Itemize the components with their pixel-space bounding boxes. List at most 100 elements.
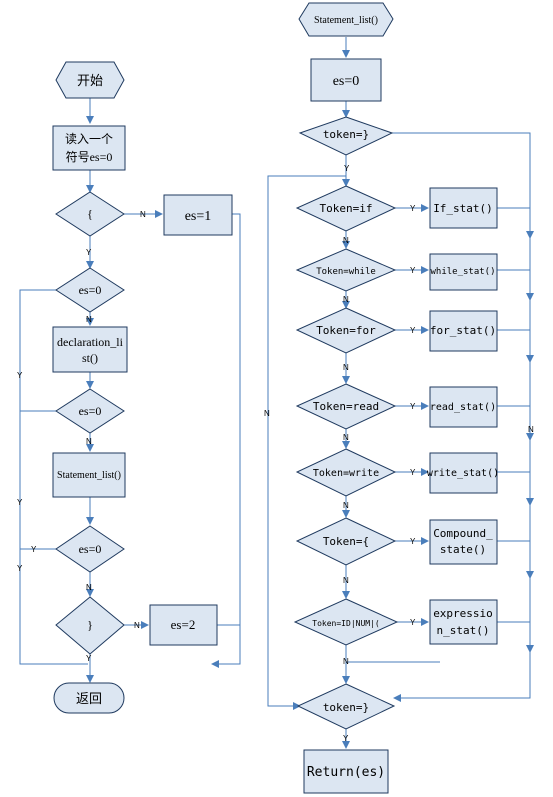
lbrace-label: Token={ (323, 535, 369, 548)
declaration-line1: declaration_li (57, 335, 124, 349)
read-stat-box (429, 386, 498, 428)
label-y: Y (410, 402, 416, 411)
for-stat-label: for_stat() (430, 324, 496, 337)
es0-a-label: es=0 (79, 283, 102, 297)
es0-b-label: es=0 (79, 404, 102, 418)
for-label: Token=for (316, 324, 376, 337)
label-n: N (86, 315, 92, 324)
label-n: N (343, 501, 349, 510)
read-stat-label: read_stat() (430, 402, 496, 413)
compound-line1: Compound_ (433, 527, 493, 540)
expression-line2: n_stat() (437, 624, 490, 637)
es0-decision-b (55, 388, 125, 434)
label-y: Y (410, 266, 416, 275)
return-es-box (303, 749, 389, 794)
id-label: Token=ID|NUM|( (312, 619, 379, 628)
entry-label: Statement_list() (314, 15, 378, 26)
brace-open-decision (55, 191, 125, 237)
label-n: N (343, 236, 349, 245)
label-n: N (343, 363, 349, 372)
for-decision (295, 307, 397, 354)
label-y: Y (410, 326, 416, 335)
label-n: N (528, 425, 534, 434)
label-n: N (343, 576, 349, 585)
label-n: N (264, 409, 270, 418)
label-n: N (86, 583, 92, 592)
compound-state-box (429, 519, 498, 565)
connectors (19, 37, 534, 749)
es2-label: es=2 (171, 617, 196, 632)
label-y: Y (343, 734, 349, 743)
for-stat-box (429, 310, 498, 352)
label-y: Y (17, 564, 23, 573)
connector (211, 213, 241, 668)
id-decision (293, 598, 399, 646)
read-decision (295, 383, 397, 430)
if-stat-box (429, 187, 498, 229)
token-close-decision-top (298, 116, 394, 156)
start-terminal (55, 61, 125, 99)
while-stat-box (429, 253, 498, 291)
read-label: Token=read (313, 400, 379, 413)
write-stat-box (429, 452, 498, 494)
write-decision (295, 448, 397, 497)
statement-list-label: Statement_list() (57, 470, 121, 481)
while-label: Token=while (316, 267, 376, 277)
write-stat-label: write_stat() (427, 468, 499, 479)
connector (267, 175, 346, 710)
label-y: Y (17, 498, 23, 507)
declaration-list-box (52, 326, 128, 373)
label-n: N (343, 657, 349, 666)
label-y: Y (86, 654, 92, 663)
read-symbol-box (52, 125, 126, 171)
statement-list-entry (298, 2, 394, 37)
label-n: N (343, 295, 349, 304)
read-symbol-line1: 读入一个 (65, 132, 113, 146)
es2-box (149, 604, 218, 646)
return-terminal (53, 682, 125, 714)
es0-decision-a (55, 267, 125, 313)
expression-stat-box (429, 599, 498, 645)
label-y: Y (17, 371, 23, 380)
brace-open-label: { (87, 207, 93, 221)
es1-box (163, 194, 233, 236)
brace-close-label: } (87, 618, 93, 632)
token-close-top-label: token=} (323, 128, 369, 141)
while-decision (295, 248, 397, 292)
statement-list-box (52, 452, 126, 498)
token-close-bottom-label: token=} (323, 701, 369, 714)
label-y: Y (410, 537, 416, 546)
while-stat-label: while_stat() (430, 267, 495, 277)
brace-close-decision (55, 596, 125, 655)
label-y: Y (344, 164, 350, 173)
lbrace-decision (295, 517, 397, 566)
es0-c-label: es=0 (79, 542, 102, 556)
read-symbol-line2: 符号es=0 (66, 149, 113, 164)
compound-line2: state() (440, 543, 486, 556)
es0-decision-c (55, 525, 125, 573)
if-decision (295, 185, 397, 232)
declaration-line2: st() (82, 351, 98, 365)
label-n: N (86, 437, 92, 446)
token-close-decision-bottom (296, 683, 396, 730)
label-y: Y (410, 468, 416, 477)
right-flow: Statement_list() es=0 token=} Token=if I… (264, 2, 534, 794)
label-n: N (134, 621, 140, 630)
es0-label: es=0 (333, 74, 360, 89)
write-label: Token=write (313, 468, 379, 479)
label-y: Y (31, 545, 37, 554)
expression-line1: expressio (433, 607, 493, 620)
return-label: 返回 (76, 691, 102, 706)
label-n: N (343, 433, 349, 442)
label-y: Y (86, 248, 92, 257)
label-y: Y (410, 618, 416, 627)
label-n: N (140, 210, 146, 219)
if-label: Token=if (320, 202, 373, 215)
if-stat-label: If_stat() (433, 202, 493, 215)
label-y: Y (410, 204, 416, 213)
return-es-label: Return(es) (307, 765, 385, 780)
left-flow: 开始 读入一个 符号es=0 { es=1 es=0 declaration_l… (17, 61, 233, 714)
start-label: 开始 (77, 73, 103, 88)
es0-box (310, 58, 382, 102)
